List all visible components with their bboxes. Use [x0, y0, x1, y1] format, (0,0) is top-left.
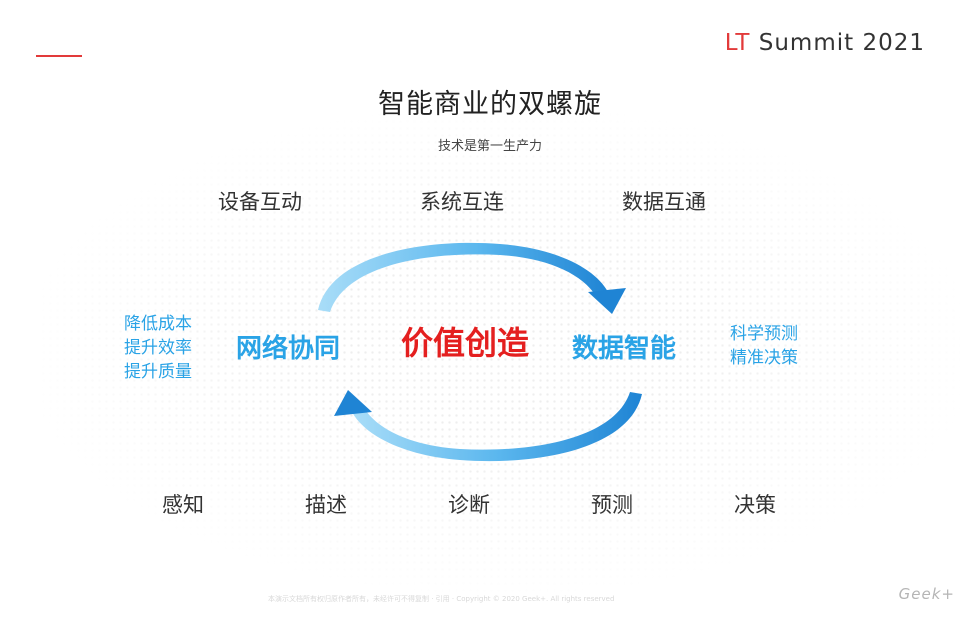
bottom-label-diagnosis: 诊断: [448, 493, 490, 517]
right-benefit-item: 科学预测: [730, 324, 798, 344]
bottom-label-description: 描述: [305, 493, 347, 517]
right-benefits-list: 科学预测 精准决策: [730, 322, 798, 370]
accent-line: [36, 55, 82, 57]
left-benefit-item: 提升质量: [124, 362, 192, 382]
cycle-arrows: [318, 242, 642, 462]
bottom-label-perception: 感知: [162, 493, 204, 517]
top-label-device: 设备互动: [218, 190, 302, 214]
left-benefit-item: 降低成本: [124, 314, 192, 334]
brand-summit: Summit 2021: [750, 30, 925, 56]
bottom-label-decision: 决策: [734, 493, 776, 517]
left-benefit-item: 提升效率: [124, 338, 192, 358]
footer-copyright: 本演示文档所有权归原作者所有，未经许可不得复制 · 引用 · Copyright…: [268, 595, 615, 603]
slide-subtitle: 技术是第一生产力: [437, 139, 542, 154]
left-benefits-list: 降低成本 提升效率 提升质量: [124, 312, 192, 384]
brand-lt: LT: [724, 30, 751, 56]
left-node-label: 网络协同: [236, 334, 341, 364]
brand-logo: LT Summit 2021: [725, 30, 925, 56]
right-benefit-item: 精准决策: [730, 348, 798, 368]
bottom-arc-arrow: [334, 390, 642, 462]
top-label-system: 系统互连: [420, 190, 504, 214]
bottom-label-prediction: 预测: [591, 493, 633, 517]
center-value-creation: 价值创造: [400, 324, 529, 362]
top-label-data: 数据互通: [622, 190, 706, 214]
slide-title: 智能商业的双螺旋: [378, 89, 602, 120]
right-node-label: 数据智能: [572, 334, 677, 364]
world-map-background: [40, 90, 960, 610]
footer-logo: Geek+: [898, 585, 955, 603]
top-arc-arrow: [318, 242, 626, 314]
